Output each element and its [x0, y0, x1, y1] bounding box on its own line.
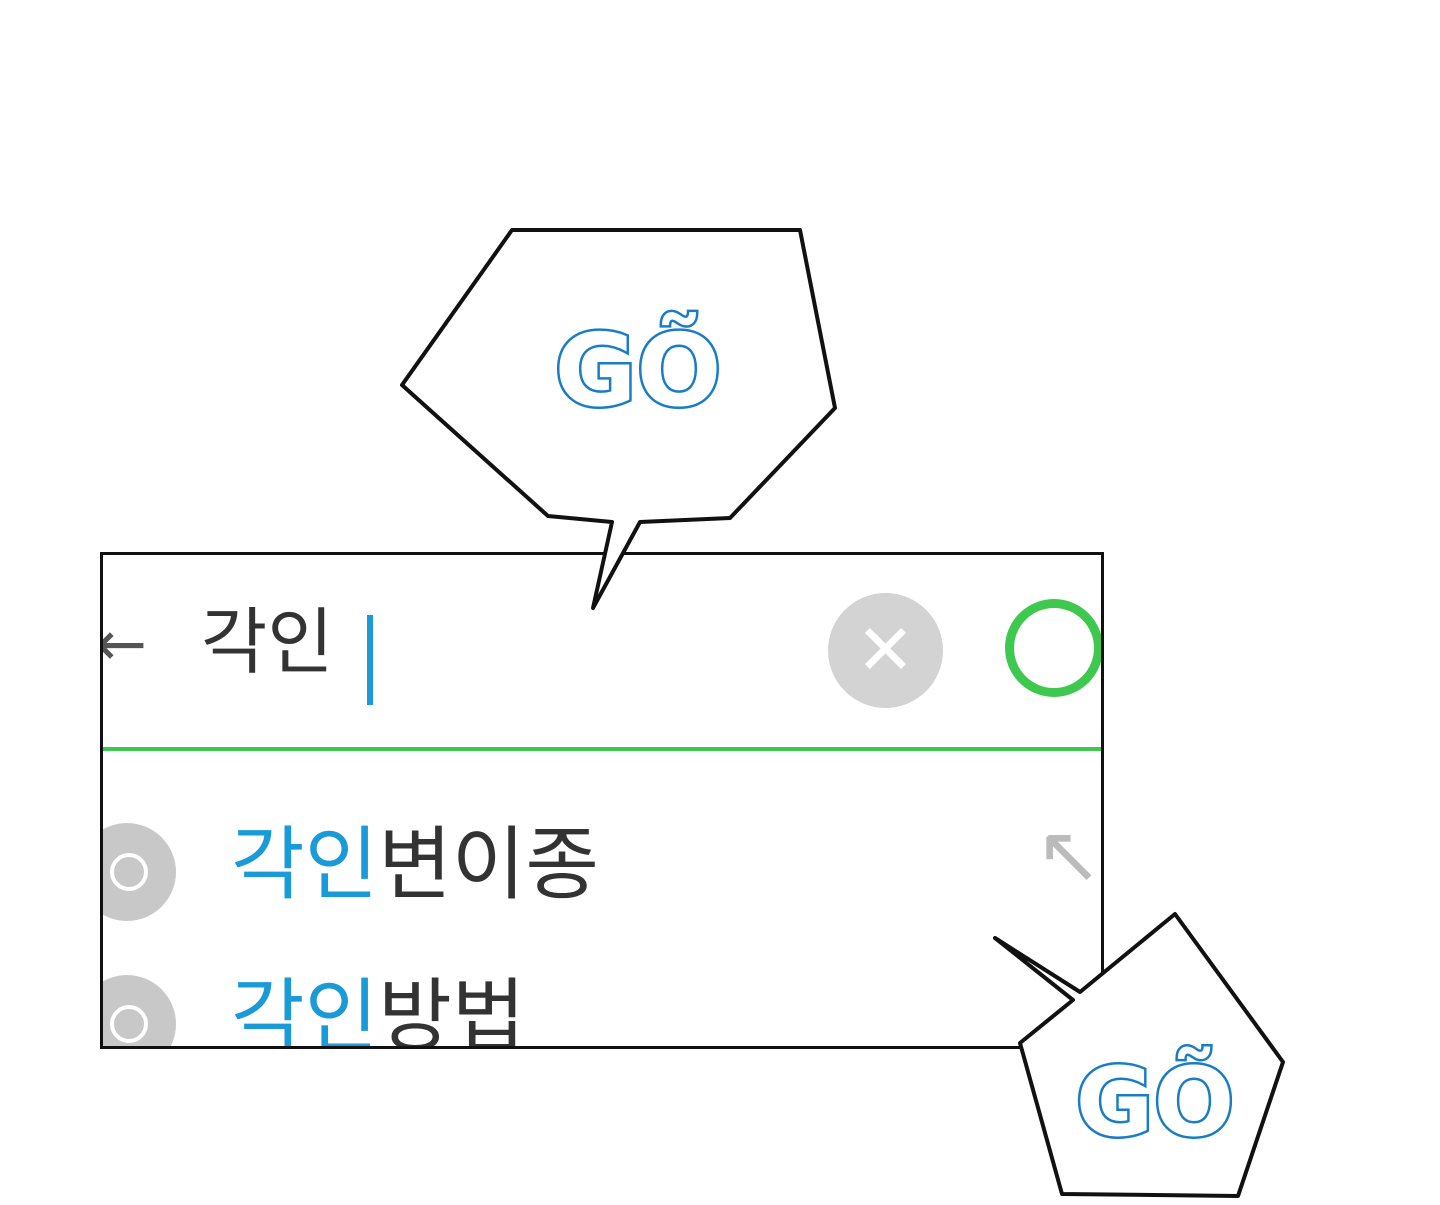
suggestion-item[interactable]: 각인변이종 ↖: [103, 815, 1101, 943]
text-cursor: [367, 615, 373, 705]
suggestion-match: 각인: [231, 970, 379, 1049]
search-input[interactable]: 각인: [201, 600, 334, 684]
input-underline: [103, 747, 1101, 751]
suggestion-text: 각인변이종: [231, 817, 599, 913]
search-screen: ← 각인 ✕ 각인변이종 ↖ 각인방법: [100, 552, 1104, 1049]
x-icon: ✕: [856, 609, 915, 691]
bubble-text-top: GÕ: [554, 311, 721, 429]
suggestion-item[interactable]: 각인방법: [103, 970, 1101, 1046]
suggestion-match: 각인: [231, 818, 379, 911]
clear-button[interactable]: ✕: [828, 593, 943, 708]
back-arrow-icon[interactable]: ←: [100, 607, 147, 680]
suggestion-rest: 변이종: [378, 818, 600, 911]
speech-bubble-bottom: [993, 912, 1285, 1198]
arrow-up-left-icon[interactable]: ↖: [1035, 808, 1103, 901]
suggestion-text: 각인방법: [231, 969, 526, 1049]
bubble-text-bottom: GÕ: [1076, 1047, 1235, 1158]
suggestion-rest: 방법: [378, 970, 526, 1049]
search-icon[interactable]: [1005, 599, 1101, 697]
speech-bubble-top: [400, 228, 837, 610]
